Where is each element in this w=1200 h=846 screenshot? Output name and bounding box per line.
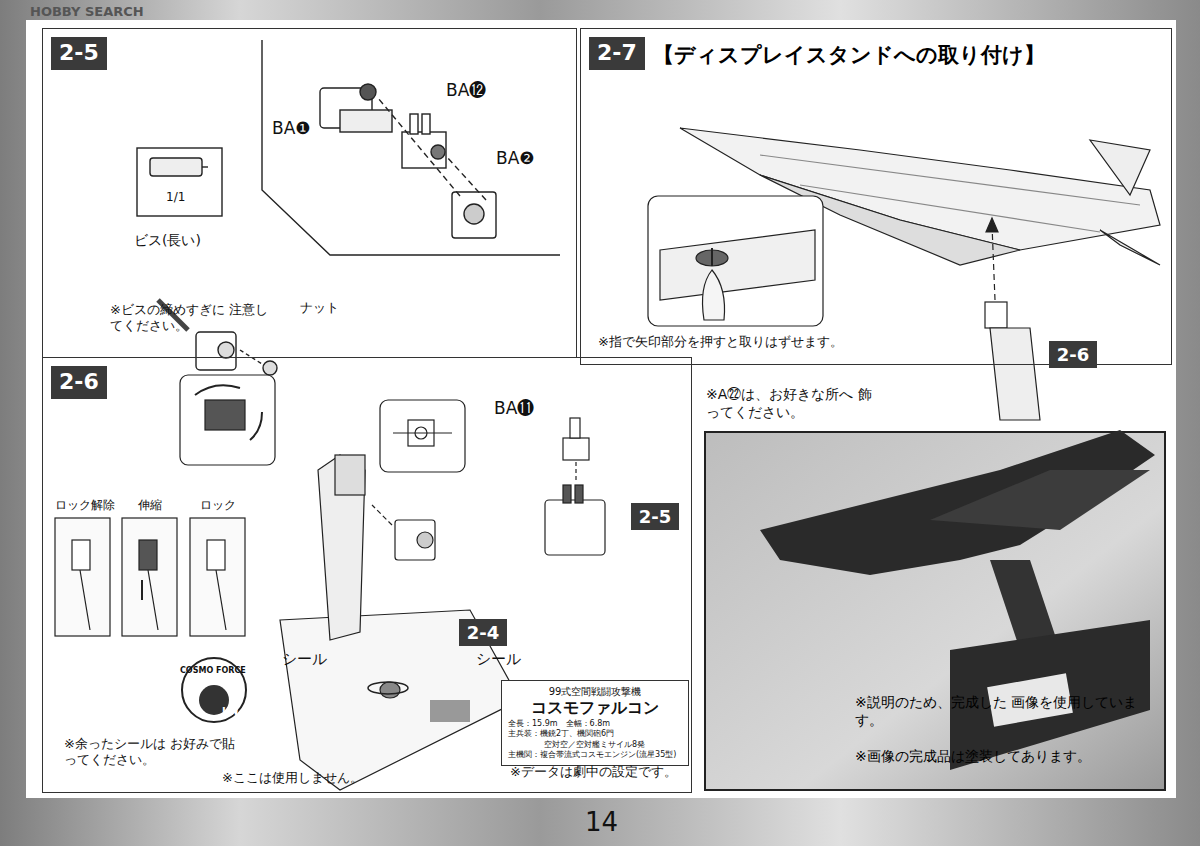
note-label: 伸縮 [138,498,162,513]
step-2-5-art [137,40,560,375]
note-label: ※A㉒は、お好きな所へ 飾ってください。 [706,386,876,421]
node-text: 主機関：複合帯流式コスモエンジン(流星35型) [508,750,682,760]
note-label: 1/1 [166,190,185,205]
node-heading: 2-6 [1057,344,1090,365]
photo-art [705,430,1165,790]
step-callout: 2-4 [459,619,507,646]
step-2-7-art [648,128,1160,420]
step-callout: 2-6 [1049,341,1097,368]
node-text: 主兵装：機銃2丁、機関砲6門 [508,729,682,739]
note-label: ※余ったシールは お好みで貼ってください。 [64,736,244,769]
note-label: ※指で矢印部分を押すと取りはずせます。 [598,334,843,350]
note-label: ロック [200,498,236,513]
screw-box [137,148,222,216]
step-panel: 2-6 2-5 2-4 99式空間戦闘攻撃機コスモファルコン全長：15.9m 全幅：6… [42,357,692,793]
part-label: BA⓬ [446,80,486,101]
page-number: 14 [585,806,618,839]
note-label: シール [282,650,327,669]
node-text: 全長：15.9m 全幅：6.8m [508,719,682,729]
step-panel: 2-7 【ディスプレイスタンドへの取り付け】 2-6 [580,28,1172,365]
node-text: 空対空／空対艦ミサイル8発 [508,740,682,750]
node-heading: 2-5 [51,37,107,70]
node-heading: 2-7 [589,37,645,70]
note-label: HOBBY SEARCH [30,4,144,20]
note-label: UN [222,706,239,719]
page-sheet [26,20,1176,798]
node-text: 【ディスプレイスタンドへの取り付け】 [653,41,1045,69]
node-heading: 2-6 [51,366,107,399]
step-callout: 2-5 [631,503,679,530]
note-label: ※データは劇中の設定です。 [510,764,677,780]
node-text: コスモファルコン [508,698,682,719]
note-label: COSMO FORCE [180,666,246,676]
note-label: ビス(長い) [134,232,201,250]
note-label: ロック解除 [55,498,115,513]
part-label: BA❶ [272,118,311,139]
note-label: ナット [300,300,339,316]
node-heading: ※説明のため、完成した 画像を使用しています。 [855,694,1155,730]
photo-box: ※説明のため、完成した 画像を使用しています。 ※画像の完成品は塗装してあります。 [705,432,1165,790]
node-text: ※画像の完成品は塗装してあります。 [855,748,1155,766]
note-label: ※ビスの締めすぎに 注意してください。 [110,302,270,335]
part-label: BA❷ [496,148,535,169]
part-label: BA⓫ [494,398,534,419]
note-label: ※ここは使用しません。 [222,770,363,786]
name-plate: 99式空間戦闘攻撃機コスモファルコン全長：15.9m 全幅：6.8m主兵装：機銃… [501,680,689,766]
node-heading: 99式空間戦闘攻撃機 [508,685,682,698]
note-label: シール [476,650,521,669]
node-heading: 2-5 [639,506,672,527]
node-heading: 2-4 [467,622,500,643]
